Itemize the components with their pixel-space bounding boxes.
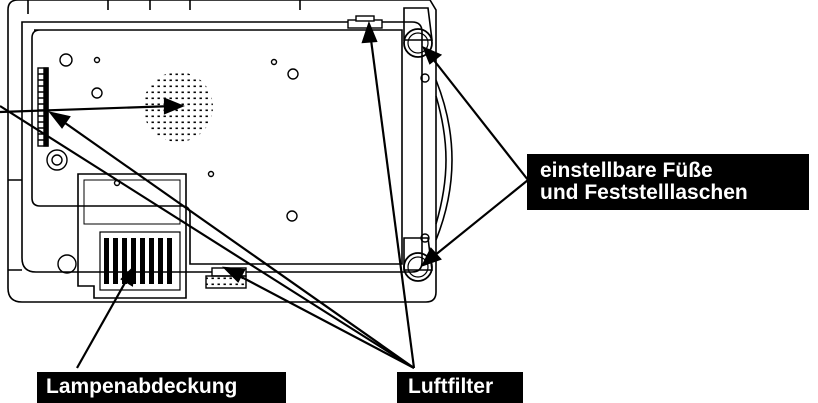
arrow-air-filter: [0, 20, 416, 369]
lamp-cover-vent: [104, 238, 172, 284]
air-filter-top: [347, 15, 383, 29]
adjustable-foot-top: [403, 28, 433, 58]
adjustable-foot-bottom: [403, 252, 433, 282]
arrow-lamp-cover: [76, 264, 136, 369]
label-lamp-cover: Lampenabdeckung: [37, 372, 286, 403]
label-feet-line1: einstellbare Füße: [540, 159, 713, 182]
label-air-filter: Luftfilter: [397, 372, 523, 403]
arrow-adjustable-feet: [420, 45, 529, 267]
label-feet-line2: und Feststelllaschen: [540, 181, 748, 205]
label-adjustable-feet: einstellbare Füße und Feststelllaschen: [527, 154, 809, 210]
foot-lock-tab: [420, 73, 430, 243]
